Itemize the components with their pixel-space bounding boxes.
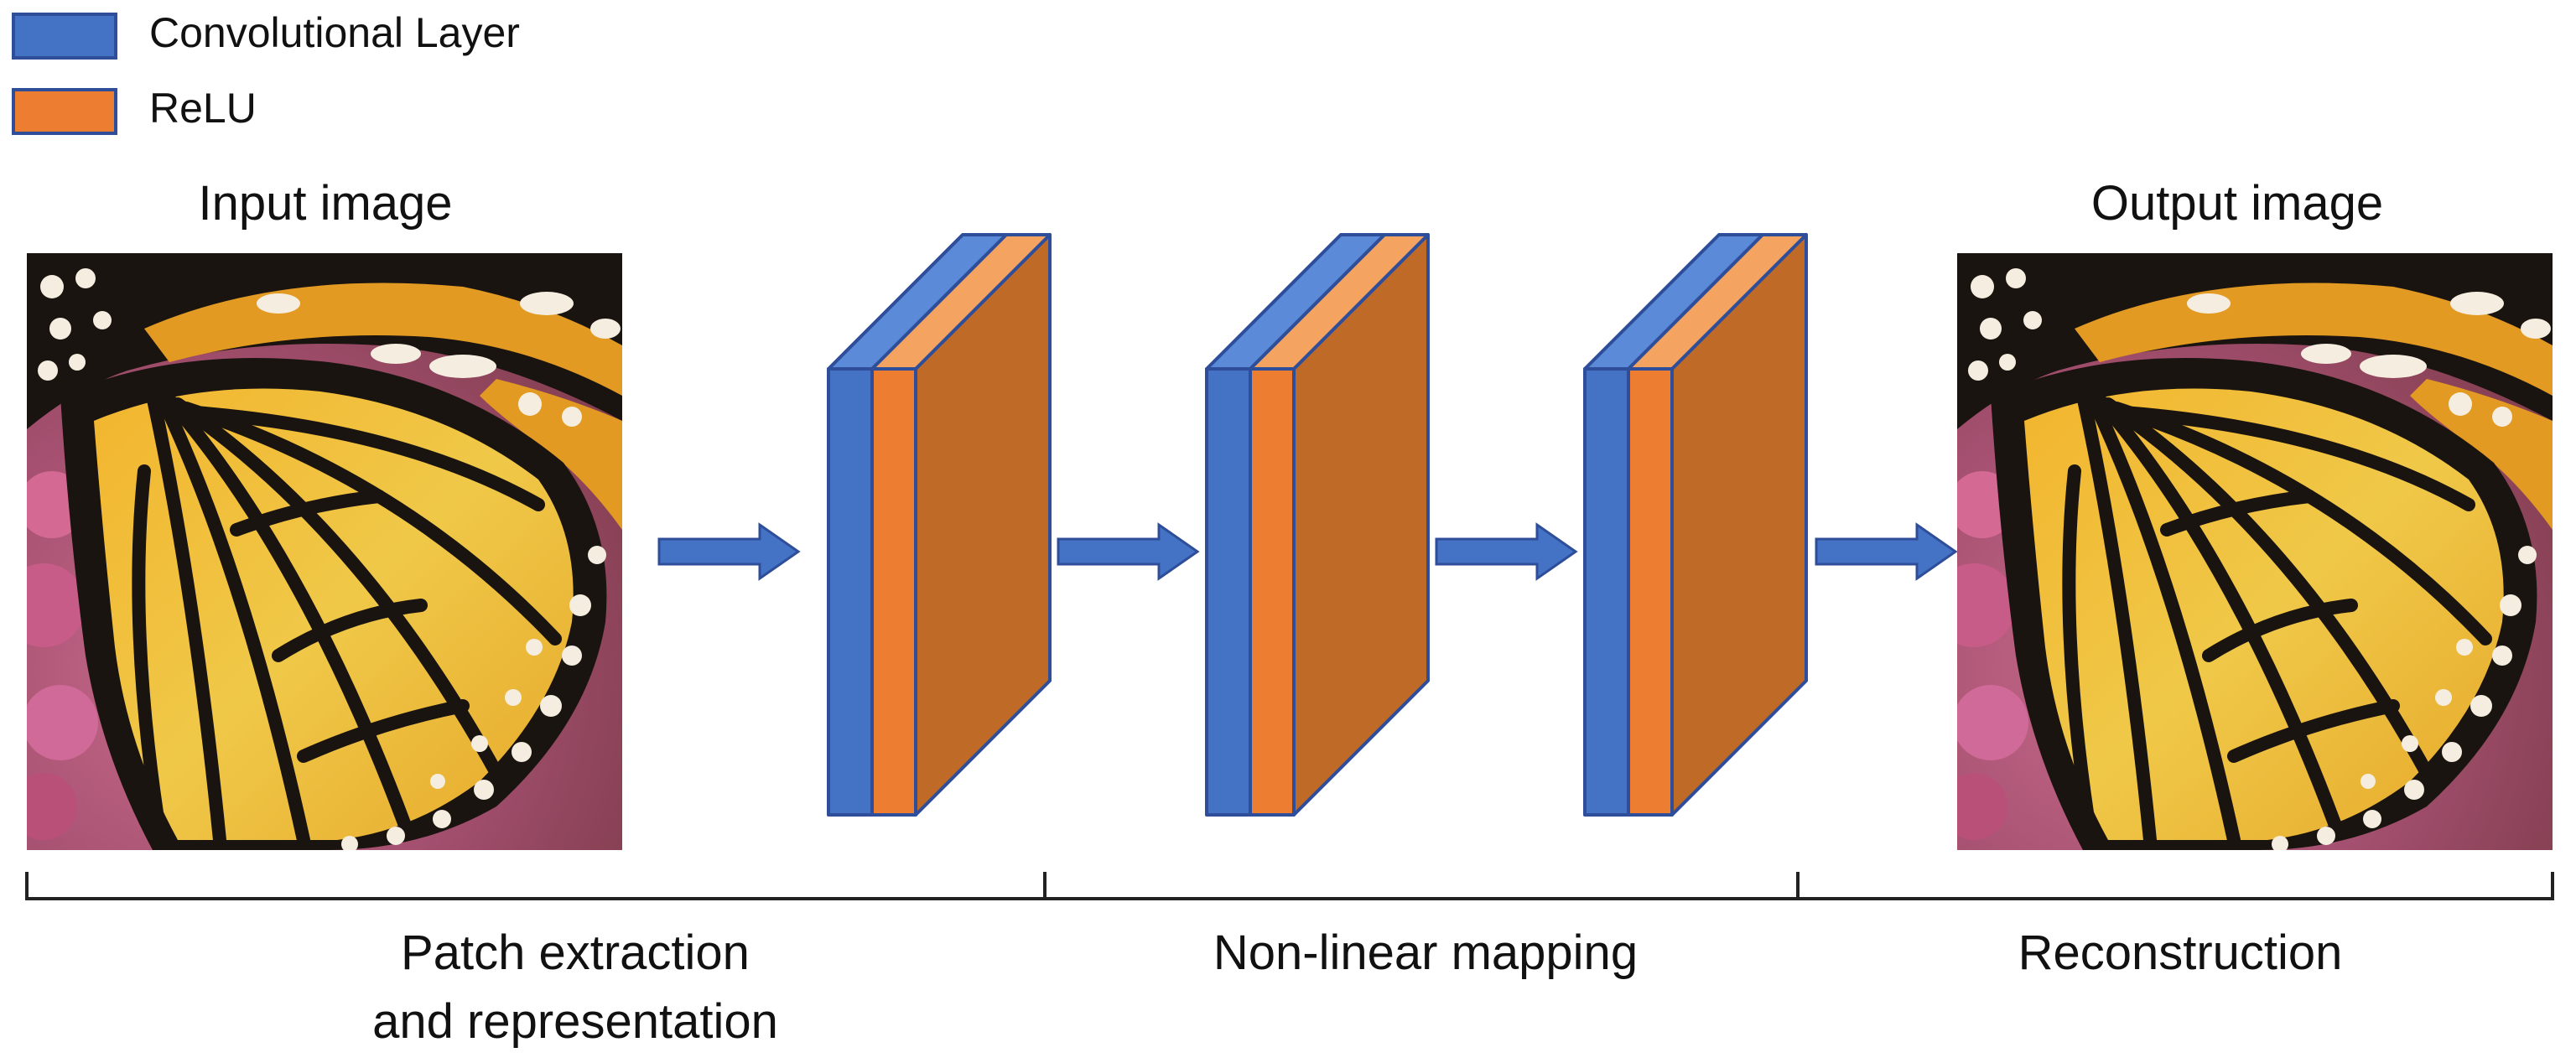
- input-image-title: Input image: [198, 176, 452, 231]
- flow-arrows: [657, 522, 1958, 581]
- output-image-title: Output image: [2091, 176, 2383, 231]
- input-image: [2, 253, 622, 853]
- conv-front-face: [1205, 367, 1252, 817]
- legend-swatch-relu: [12, 88, 117, 135]
- legend-label-relu: ReLU: [149, 85, 257, 132]
- conv-front-face: [1583, 367, 1630, 817]
- layer-block-2: [1205, 233, 1430, 817]
- stage-bracket: [25, 872, 2554, 900]
- relu-front-face: [870, 367, 917, 817]
- stage-label-nonlinear: Non-linear mapping: [1213, 926, 1638, 980]
- legend-item-conv: Convolutional Layer: [12, 9, 520, 60]
- bracket-line: [25, 872, 2554, 900]
- relu-front-face: [1249, 367, 1296, 817]
- legend: Convolutional Layer ReLU: [12, 9, 520, 135]
- layer-block-3: [1583, 233, 1808, 817]
- arrow-1: [657, 522, 801, 581]
- stage-label-patch-1: Patch extraction: [401, 926, 750, 980]
- arrow-2: [1057, 522, 1200, 581]
- output-image: [1932, 253, 2553, 853]
- legend-item-relu: ReLU: [12, 85, 257, 135]
- arrow-4: [1815, 522, 1958, 581]
- relu-front-face: [1627, 367, 1674, 817]
- stage-label-reconstruction: Reconstruction: [2018, 926, 2343, 980]
- layer-blocks: [827, 233, 1808, 817]
- arrow-3: [1435, 522, 1578, 581]
- layer-block-1: [827, 233, 1052, 817]
- conv-front-face: [827, 367, 874, 817]
- stage-label-patch-2: and representation: [372, 994, 778, 1049]
- legend-label-conv: Convolutional Layer: [149, 9, 520, 56]
- legend-swatch-conv: [12, 13, 117, 60]
